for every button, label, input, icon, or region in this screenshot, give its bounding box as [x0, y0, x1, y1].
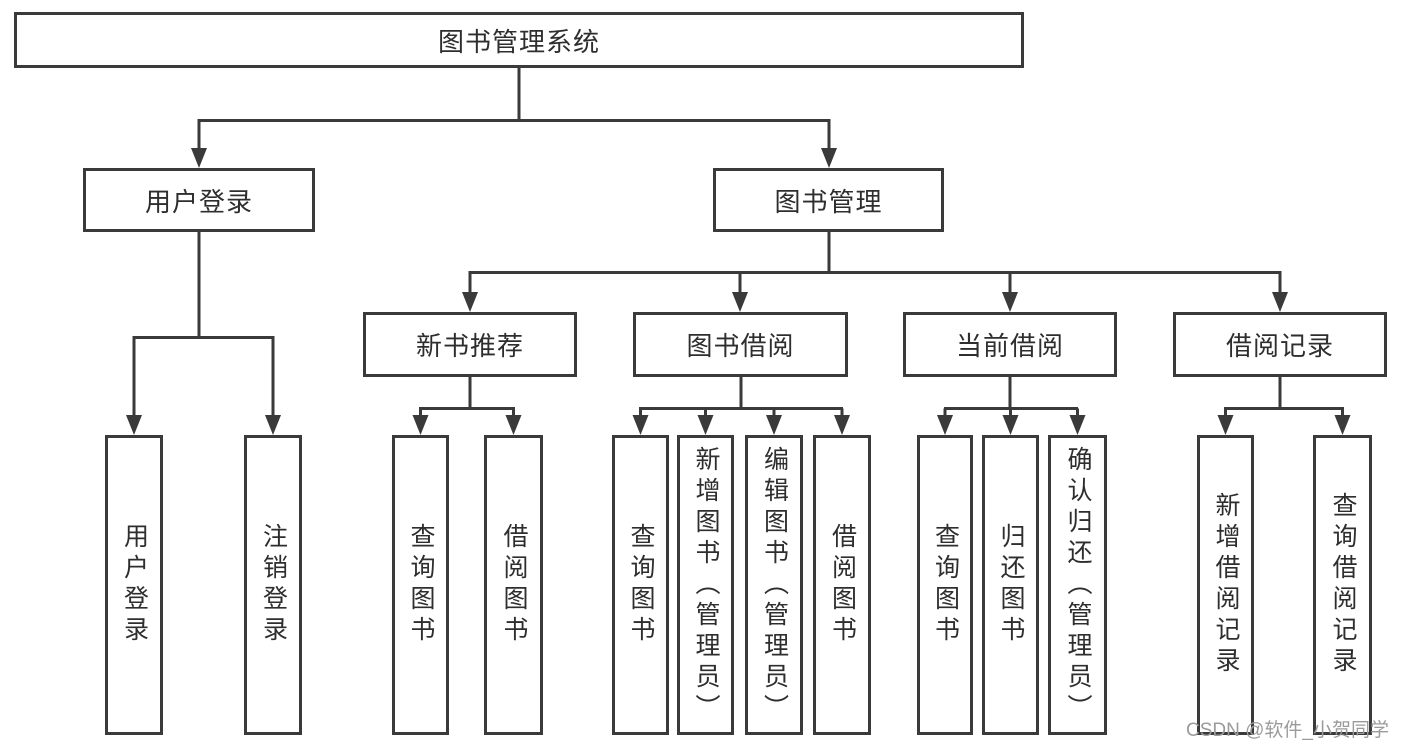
leaf-borrow-edit-books-admin-label: 编辑图书（管理员） [760, 445, 789, 725]
leaf-borrow-add-books-admin: 新增图书（管理员） [677, 435, 734, 735]
node-root: 图书管理系统 [14, 12, 1024, 68]
leaf-current-query-books: 查询图书 [917, 435, 973, 735]
leaf-borrow-add-books-admin-label: 新增图书（管理员） [692, 445, 720, 725]
node-book-borrow-label: 图书借阅 [686, 331, 795, 361]
leaf-current-return-books-label: 归还图书 [997, 523, 1025, 647]
arrowhead-icons [126, 148, 1351, 435]
node-book-borrow: 图书借阅 [633, 312, 848, 377]
leaf-recommend-query-books: 查询图书 [392, 435, 449, 735]
leaf-records-add-record: 新增借阅记录 [1197, 435, 1254, 735]
leaf-borrow-borrow-books-label: 借阅图书 [828, 523, 857, 647]
leaf-current-return-books: 归还图书 [982, 435, 1039, 735]
leaf-borrow-edit-books-admin: 编辑图书（管理员） [745, 435, 803, 735]
node-current-borrow: 当前借阅 [903, 312, 1117, 377]
leaf-user-login: 用户登录 [105, 435, 163, 735]
node-new-book-recommend: 新书推荐 [363, 312, 577, 377]
leaf-borrow-query-books-label: 查询图书 [627, 523, 655, 647]
node-user-login-label: 用户登录 [144, 186, 253, 217]
leaf-logout: 注销登录 [244, 435, 302, 735]
node-user-login: 用户登录 [83, 168, 315, 232]
node-book-management-label: 图书管理 [774, 186, 883, 217]
leaf-current-confirm-return-admin-label: 确认归还（管理员） [1064, 445, 1092, 725]
node-borrow-records-label: 借阅记录 [1225, 331, 1334, 361]
leaf-records-query-record-label: 查询借阅记录 [1329, 492, 1357, 678]
leaf-recommend-borrow-books-label: 借阅图书 [500, 523, 528, 647]
node-new-book-recommend-label: 新书推荐 [415, 331, 524, 361]
leaf-user-login-label: 用户登录 [120, 523, 149, 647]
node-current-borrow-label: 当前借阅 [955, 331, 1064, 361]
leaf-current-query-books-label: 查询图书 [931, 523, 960, 647]
leaf-records-add-record-label: 新增借阅记录 [1212, 492, 1240, 678]
leaf-logout-label: 注销登录 [259, 523, 288, 647]
leaf-records-query-record: 查询借阅记录 [1313, 435, 1372, 735]
node-book-management: 图书管理 [713, 168, 944, 232]
watermark: CSDN @软件_小贺同学 [1186, 720, 1389, 741]
leaf-recommend-query-books-label: 查询图书 [407, 523, 435, 647]
leaf-recommend-borrow-books: 借阅图书 [484, 435, 543, 735]
leaf-borrow-borrow-books: 借阅图书 [813, 435, 871, 735]
node-root-label: 图书管理系统 [437, 26, 600, 57]
leaf-current-confirm-return-admin: 确认归还（管理员） [1048, 435, 1107, 735]
leaf-borrow-query-books: 查询图书 [612, 435, 669, 735]
node-borrow-records: 借阅记录 [1173, 312, 1387, 377]
